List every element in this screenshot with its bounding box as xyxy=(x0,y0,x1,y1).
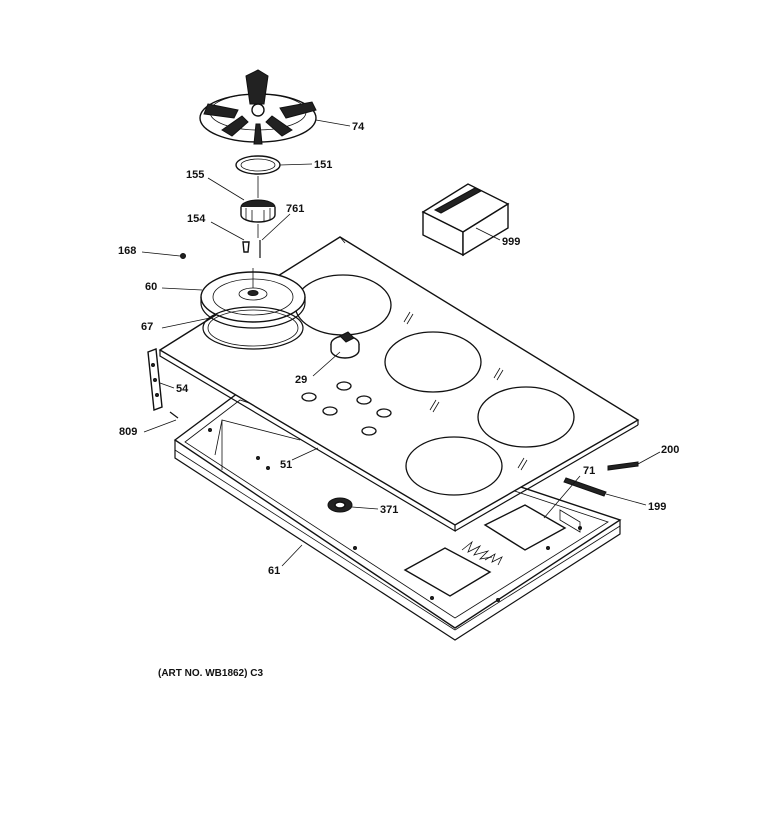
callout-371: 371 xyxy=(380,504,398,516)
callout-199: 199 xyxy=(648,501,666,513)
callout-155: 155 xyxy=(186,169,204,181)
callout-51: 51 xyxy=(280,459,292,471)
callout-60: 60 xyxy=(145,281,157,293)
side-bracket xyxy=(147,348,179,419)
callout-labels: 74 151 155 154 761 168 60 67 999 54 29 8… xyxy=(118,121,679,577)
trim-strips xyxy=(563,461,639,497)
callout-999: 999 xyxy=(502,236,520,248)
leader-lines xyxy=(141,119,661,567)
knob-part xyxy=(330,331,360,359)
callout-761: 761 xyxy=(286,203,304,215)
callout-74: 74 xyxy=(352,121,365,133)
callout-54: 54 xyxy=(176,383,189,395)
callout-71: 71 xyxy=(583,465,595,477)
callout-809: 809 xyxy=(119,426,137,438)
callout-67: 67 xyxy=(141,321,153,333)
callout-29: 29 xyxy=(295,374,307,386)
parts-box xyxy=(421,183,510,257)
art-number-caption: (ART NO. WB1862) C3 xyxy=(158,668,264,679)
callout-154: 154 xyxy=(187,213,206,225)
burner-assembly xyxy=(180,69,317,350)
callout-168: 168 xyxy=(118,245,136,257)
callout-151: 151 xyxy=(314,159,332,171)
callout-61: 61 xyxy=(268,565,280,577)
grommet xyxy=(327,497,353,513)
bottom-pan xyxy=(173,392,622,641)
callout-200: 200 xyxy=(661,444,679,456)
